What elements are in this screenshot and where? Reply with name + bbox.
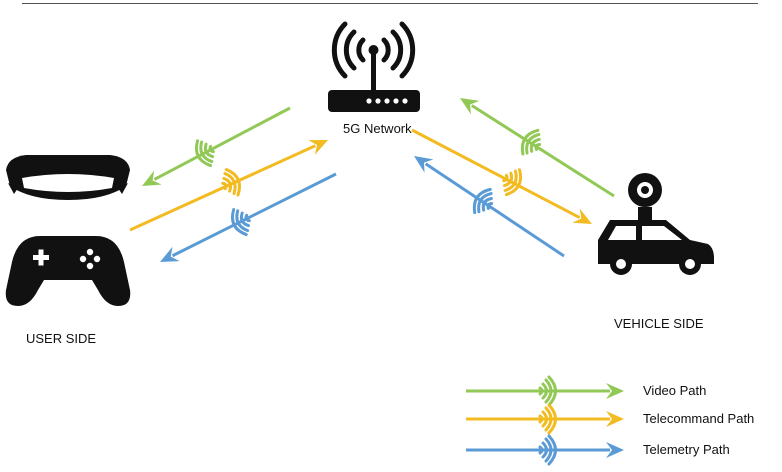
legend-telecommand-label: Telecommand Path: [643, 411, 755, 426]
wifi-router-icon: [328, 21, 420, 112]
car-with-camera-icon: [598, 173, 714, 275]
vr-headset-icon: [6, 155, 130, 200]
legend-arrows: [466, 375, 624, 466]
path-arrows: [129, 98, 615, 262]
wireless-signal-icon: [515, 125, 548, 161]
gamepad-icon: [5, 236, 131, 306]
legend-video-arrow: [466, 375, 624, 407]
video-arrow-user: [142, 106, 291, 186]
telecommand-arrow-vehicle: [411, 128, 592, 224]
wireless-signal-icon: [190, 135, 221, 171]
legend-telecommand-arrow: [466, 403, 624, 435]
telecommand-arrow-user: [129, 140, 328, 232]
video-arrow-vehicle: [460, 98, 615, 198]
network-label: 5G Network: [343, 121, 412, 136]
telemetry-arrow-vehicle: [414, 156, 565, 258]
wireless-signal-icon: [226, 203, 256, 239]
vehicle-side-label: VEHICLE SIDE: [614, 316, 704, 331]
user-side-label: USER SIDE: [26, 331, 97, 346]
wireless-signal-icon: [467, 184, 500, 220]
top-divider: [22, 3, 758, 4]
legend-video-label: Video Path: [643, 383, 707, 398]
legend-telemetry-label: Telemetry Path: [643, 442, 730, 457]
legend-telemetry-arrow: [466, 434, 624, 466]
telemetry-arrow-user: [160, 172, 337, 262]
wireless-signal-icon: [497, 164, 527, 200]
wireless-signal-icon: [216, 165, 246, 201]
